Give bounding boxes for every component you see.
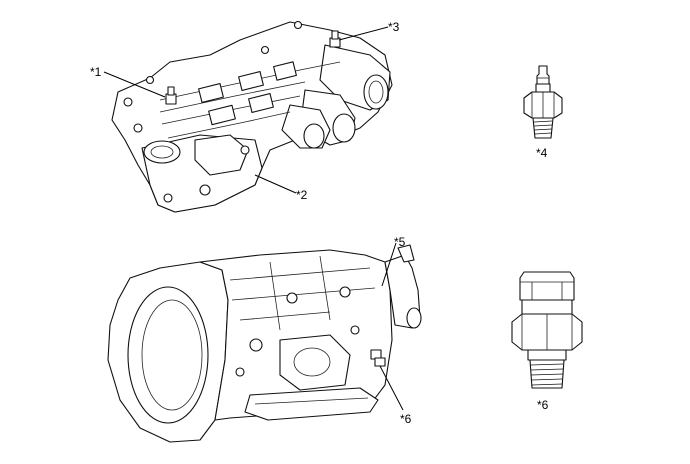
valve-body-assembly [111,20,393,213]
callout-label-1: *1 [90,65,102,79]
callout-labels: *1 *2 *3 *4 *5 *6 *6 [90,20,549,426]
callout-label-2: *2 [296,188,308,202]
leader-line-5 [381,242,397,287]
callout-label-5: *5 [394,235,406,249]
callout-label-6-transmission: *6 [400,412,412,426]
leader-line-6 [379,365,404,411]
leader-line-2 [254,174,297,194]
leader-lines [103,26,404,411]
sensor-part-4 [523,65,563,139]
leader-line-1 [103,71,166,98]
leader-line-3 [338,26,389,41]
callout-label-4: *4 [536,146,548,160]
transmission-assembly [107,244,422,443]
sensor-part-6 [511,271,583,389]
callout-label-3: *3 [388,20,400,34]
callout-label-6-sensor: *6 [537,398,549,412]
